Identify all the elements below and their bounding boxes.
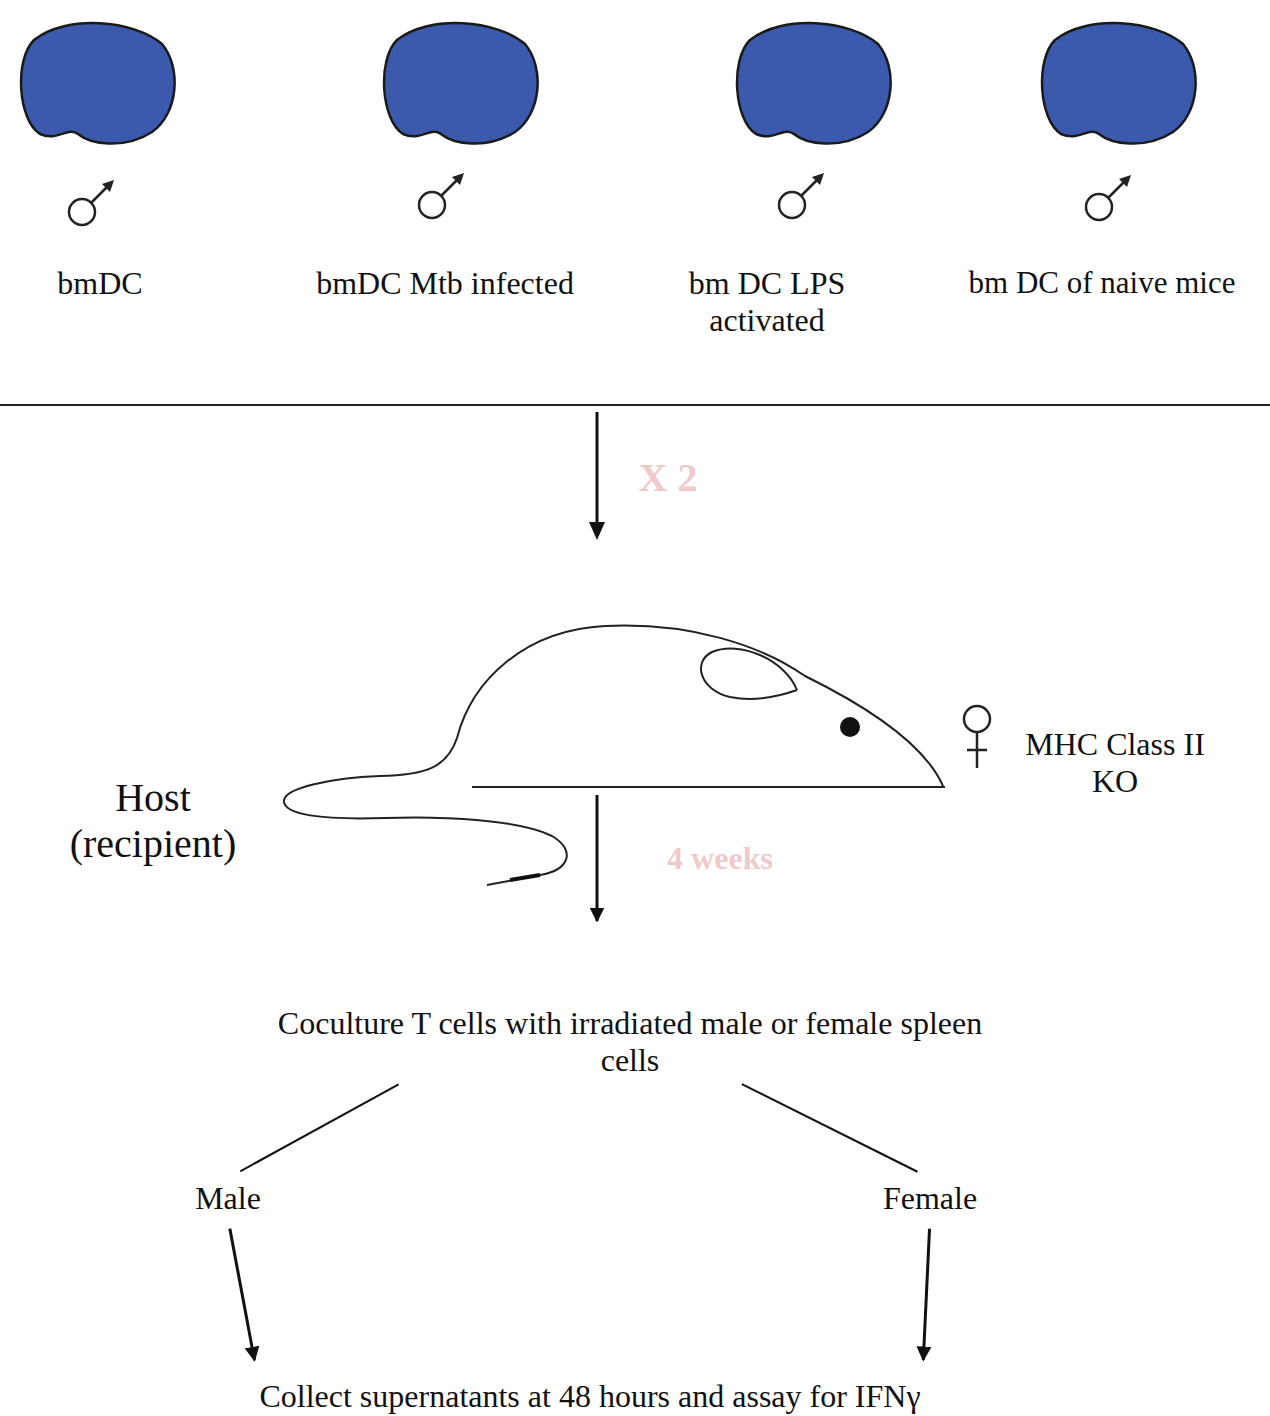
cell-blob: bmDC — [12, 18, 177, 146]
blob-outline — [1042, 23, 1196, 143]
female-symbol — [964, 706, 990, 768]
host-label: Host (recipient) — [48, 775, 258, 867]
male-symbols — [69, 177, 1127, 225]
blob-shape — [728, 18, 893, 146]
blob-outline — [737, 23, 891, 143]
cell-blob: bm DC of naive mice — [1033, 18, 1198, 146]
flow-step: Female — [879, 1178, 981, 1219]
mouse-line — [701, 648, 797, 698]
cell-label: bmDC Mtb infected — [316, 265, 574, 302]
mouse-line — [472, 786, 945, 788]
divider-line — [0, 404, 1270, 406]
step-text: Collect supernatants at 48 hours and ass… — [259, 1378, 920, 1415]
mouse-line — [284, 626, 943, 885]
blob-shape — [1033, 18, 1198, 146]
blob-shape — [375, 18, 540, 146]
flow-connector — [742, 1084, 918, 1172]
injection-arrow — [596, 412, 599, 525]
step-text: Male — [195, 1180, 261, 1217]
mouse-eye — [840, 717, 860, 737]
note-label: X 2 — [635, 455, 702, 501]
flow-step: Coculture T cells with irradiated male o… — [256, 1003, 1004, 1081]
cell-label: bm DC of naive mice — [969, 265, 1236, 301]
host-mouse: Host (recipient)MHC Class II KO — [280, 618, 950, 888]
edge-label: 4 weeks — [663, 840, 777, 877]
flow-connector — [596, 795, 599, 921]
flow-connector — [240, 1084, 398, 1171]
tail-tip — [510, 875, 540, 880]
cell-blob: bmDC Mtb infected — [375, 18, 540, 146]
cell-label: bm DC LPS activated — [667, 265, 867, 339]
cell-blob: bm DC LPS activated — [728, 18, 893, 146]
blob-outline — [384, 23, 538, 143]
cell-label: bmDC — [57, 265, 142, 302]
step-text: Coculture T cells with irradiated male o… — [260, 1005, 1000, 1079]
step-text: Female — [883, 1180, 977, 1217]
flow-connector — [923, 1229, 929, 1360]
flow-step: Collect supernatants at 48 hours and ass… — [255, 1376, 924, 1416]
flow-step: Male — [191, 1178, 265, 1219]
blob-outline — [21, 23, 175, 143]
male-arrowheads — [102, 173, 1131, 192]
flow-connector — [230, 1229, 255, 1361]
arrow-head — [589, 522, 605, 540]
blob-shape — [12, 18, 177, 146]
host-label: MHC Class II KO — [1008, 726, 1223, 800]
mouse-outline — [280, 618, 950, 888]
